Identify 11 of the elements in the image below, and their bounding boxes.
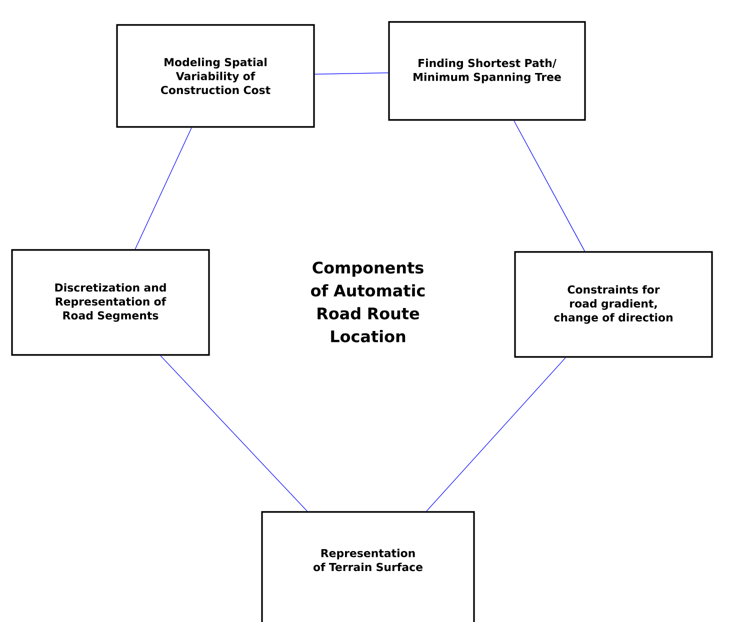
process-box: Constraints for road gradient, change of direction bbox=[514, 251, 713, 358]
process-box: Modeling Spatial Variability of Construction Cost bbox=[116, 24, 315, 128]
diagram-title: Components of Automatic Road Route Location bbox=[311, 262, 425, 342]
connector-line bbox=[160, 355, 308, 512]
process-box: Discretization and Representation of Road Segments bbox=[11, 249, 210, 356]
connector-line bbox=[426, 357, 566, 512]
process-box: Representation of Terrain Surface bbox=[261, 511, 475, 622]
connector-line bbox=[514, 120, 585, 252]
connector-line bbox=[314, 72, 388, 74]
connector-line bbox=[134, 127, 192, 250]
process-box: Finding Shortest Path/ Minimum Spanning Tree bbox=[388, 21, 586, 121]
